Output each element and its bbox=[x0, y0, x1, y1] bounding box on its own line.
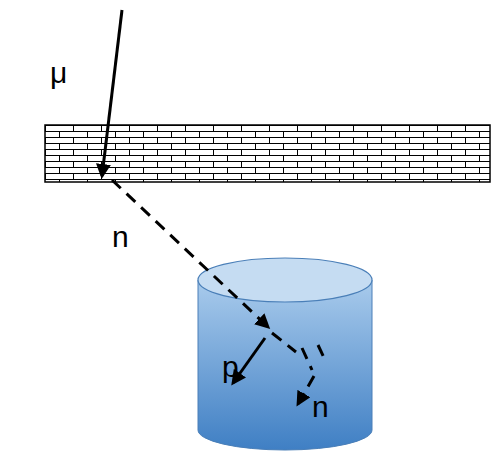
water-tank bbox=[198, 258, 372, 450]
brick-wall bbox=[45, 125, 490, 182]
neutron-label: n bbox=[112, 222, 129, 252]
proton-label: p bbox=[222, 352, 239, 382]
neutron-track bbox=[112, 180, 326, 404]
neutron-label: n bbox=[312, 392, 329, 422]
muon-label: μ bbox=[50, 58, 67, 88]
muon-track bbox=[102, 10, 122, 176]
